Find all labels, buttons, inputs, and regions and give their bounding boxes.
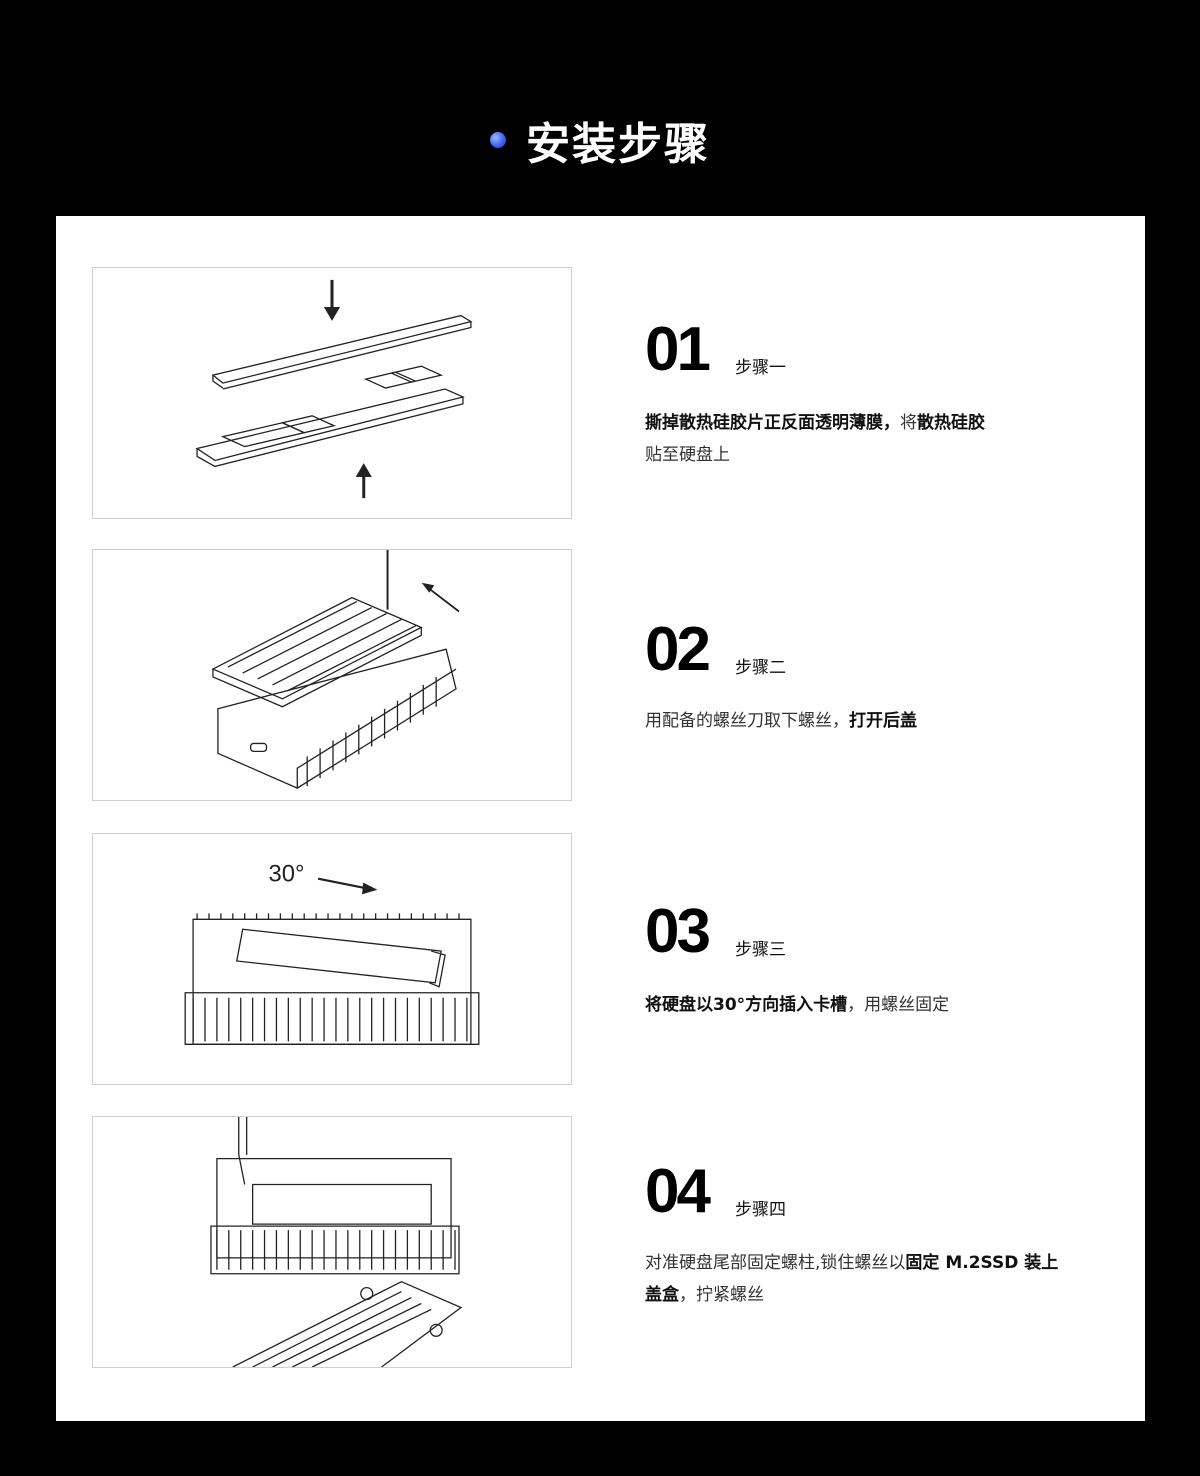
step-number: 03 xyxy=(645,897,711,966)
ssd-card xyxy=(235,928,442,984)
step-description: 用配备的螺丝刀取下螺丝，打开后盖 xyxy=(645,711,917,731)
step-4-illustration xyxy=(92,1116,572,1368)
page-title: 安装步骤 xyxy=(526,119,710,170)
step-2-illustration xyxy=(92,549,572,801)
step-number: 02 xyxy=(645,615,711,684)
arrow-icon xyxy=(317,877,368,890)
step-2: 02 步骤二 用配备的螺丝刀取下螺丝，打开后盖 xyxy=(645,614,1065,737)
lid xyxy=(232,1280,463,1368)
step-3-illustration: 30° xyxy=(92,833,572,1085)
bullet-dot-icon xyxy=(490,132,506,148)
case-fins xyxy=(216,1230,456,1270)
step-3: 03 步骤三 将硬盘以30°方向插入卡槽，用螺丝固定 xyxy=(645,896,1065,1021)
step-number: 04 xyxy=(645,1157,711,1226)
step-label: 步骤二 xyxy=(735,658,786,678)
step-label: 步骤四 xyxy=(735,1200,786,1220)
step-description: 对准硬盘尾部固定螺柱,锁住螺丝以固定 M.2SSD 装上盖盒，拧紧螺丝 xyxy=(645,1253,1059,1305)
step-description: 将硬盘以30°方向插入卡槽，用螺丝固定 xyxy=(645,995,950,1015)
case-fins xyxy=(306,676,437,787)
page-header: 安装步骤 xyxy=(0,108,1200,172)
screwdriver-icon xyxy=(238,1117,248,1185)
ssd-card xyxy=(251,1183,432,1225)
steps-panel: 30° 01 步骤一 撕掉散热硅胶片正反面透明薄膜，将散热硅胶贴至硬盘上 02 步骤… xyxy=(56,216,1145,1421)
heatsink-fins xyxy=(227,601,417,692)
step-number: 01 xyxy=(645,315,711,384)
angle-label: 30° xyxy=(269,861,305,888)
step-1: 01 步骤一 撕掉散热硅胶片正反面透明薄膜，将散热硅胶贴至硬盘上 xyxy=(645,314,1065,471)
step-label: 步骤一 xyxy=(735,358,786,378)
step-4: 04 步骤四 对准硬盘尾部固定螺柱,锁住螺丝以固定 M.2SSD 装上盖盒，拧紧螺… xyxy=(645,1156,1065,1311)
step-1-illustration xyxy=(92,267,572,519)
step-description: 撕掉散热硅胶片正反面透明薄膜，将散热硅胶贴至硬盘上 xyxy=(645,413,985,465)
step-label: 步骤三 xyxy=(735,940,786,960)
case-fins xyxy=(192,913,468,1042)
